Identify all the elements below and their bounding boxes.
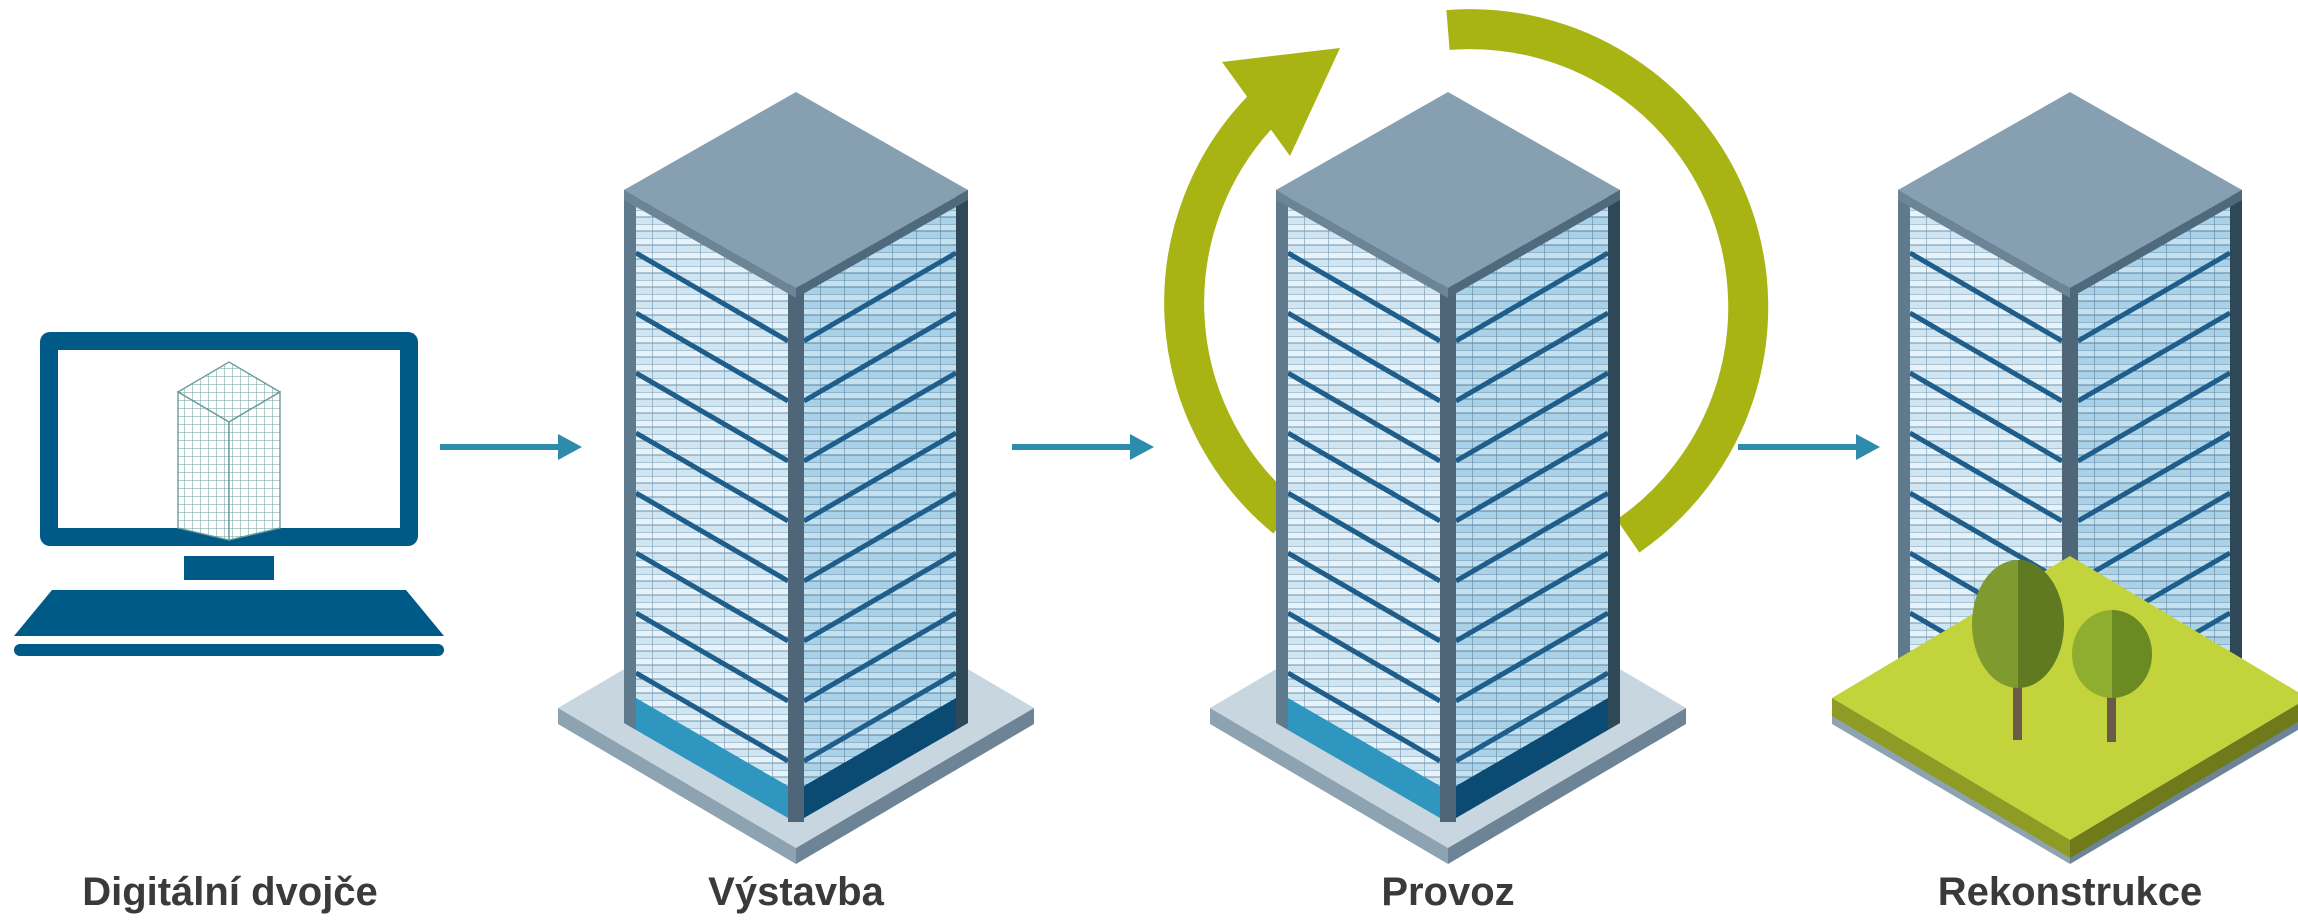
stage-label-operation: Provoz: [1381, 870, 1515, 914]
building-reconstruction-icon: [1832, 92, 2298, 864]
building-operation-icon: [1210, 92, 1686, 864]
computer-icon: [14, 332, 444, 656]
tree-icon: [1972, 560, 2064, 740]
arrow-right-icon: [1012, 434, 1154, 460]
stage-label-construction: Výstavba: [708, 870, 884, 914]
arrow-right-icon: [440, 434, 582, 460]
tree-icon: [2072, 610, 2152, 742]
arrow-right-icon: [1738, 434, 1880, 460]
building-construction-icon: [558, 92, 1034, 864]
stage-label-digital-twin: Digitální dvojče: [82, 870, 378, 914]
stage-label-reconstruction: Rekonstrukce: [1937, 870, 2203, 914]
wireframe-building-icon: [176, 361, 282, 541]
cycle-arrow-icon: [1164, 9, 1769, 553]
